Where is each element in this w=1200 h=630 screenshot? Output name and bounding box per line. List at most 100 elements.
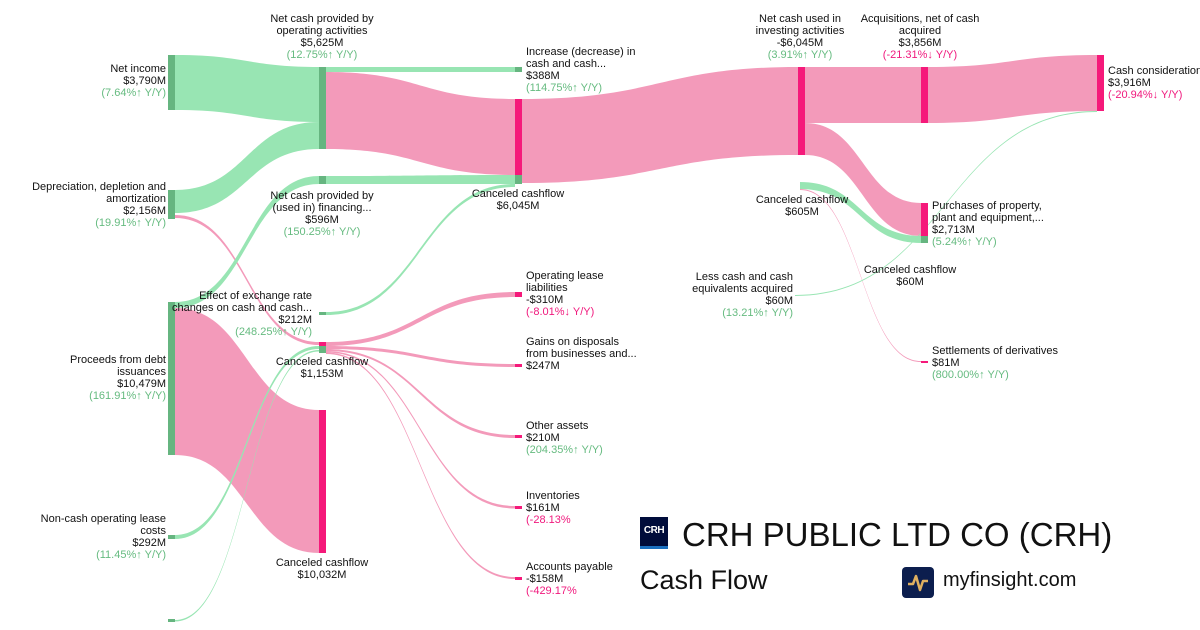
node-other-assets[interactable]	[515, 435, 522, 438]
node-name: Purchases of property,	[932, 200, 1042, 212]
node-increase-cash[interactable]	[515, 67, 522, 72]
link-canceled-to-lease-liab	[326, 292, 515, 346]
node-name: Net income	[110, 63, 166, 75]
node-name: Inventories	[526, 490, 580, 502]
link-financing-to-canceled	[326, 175, 515, 184]
link-canceled-to-inventories	[326, 351, 515, 509]
node-name: Net cash provided by	[270, 13, 374, 25]
node-name: Less cash and cash	[695, 271, 793, 283]
node-other-source[interactable]	[168, 619, 175, 622]
node-name: Depreciation, depletion and	[32, 181, 166, 193]
link-acquisitions-to-cash-consideration	[928, 55, 1097, 123]
node-net-cash-operating[interactable]	[319, 67, 326, 149]
node-name: plant and equipment,...	[932, 212, 1044, 224]
node-name: Canceled cashflow	[275, 356, 369, 368]
link-canceled-to-payables	[326, 352, 515, 579]
node-name: Net cash provided by	[270, 190, 374, 202]
node-value: $161M	[526, 502, 560, 514]
node-canceled-10032[interactable]	[319, 410, 326, 553]
node-value: $6,045M	[496, 200, 540, 212]
label-accounts-payable: Accounts payable-$158M(-429.17%	[526, 561, 613, 597]
node-yoy-change: (7.64%↑ Y/Y)	[101, 87, 166, 99]
node-name: Non-cash operating lease	[40, 513, 166, 525]
label-inventories: Inventories$161M(-28.13%	[526, 490, 580, 526]
node-name: Settlements of derivatives	[932, 345, 1058, 357]
link-canceled605-to-settlements	[800, 189, 921, 362]
node-net-cash-financing[interactable]	[319, 176, 326, 184]
node-purchases-ppe-green[interactable]	[921, 236, 928, 243]
node-name: Net cash used in	[759, 13, 841, 25]
link-proceeds-to-financing	[175, 176, 319, 308]
node-value: $210M	[526, 432, 560, 444]
node-yoy-change: (-20.94%↓ Y/Y)	[1108, 89, 1183, 101]
node-value: -$310M	[526, 294, 564, 306]
node-value: $60M	[765, 295, 793, 307]
node-settlements[interactable]	[921, 361, 928, 363]
link-depreciation-to-operating	[175, 122, 319, 213]
node-yoy-change: (-21.31%↓ Y/Y)	[882, 49, 958, 61]
node-canceled-1153-pink[interactable]	[319, 342, 326, 346]
node-yoy-change: (150.25%↑ Y/Y)	[283, 226, 361, 238]
node-yoy-change: (13.21%↑ Y/Y)	[722, 307, 793, 319]
node-inventories[interactable]	[515, 506, 522, 509]
node-noncash-lease[interactable]	[168, 535, 175, 539]
link-depreciation-to-canceled	[175, 215, 319, 345]
node-net-cash-investing[interactable]	[798, 67, 805, 155]
node-purchases-ppe[interactable]	[921, 203, 928, 236]
node-name: changes on cash and cash...	[171, 302, 312, 314]
node-accounts-payable[interactable]	[515, 577, 522, 580]
node-name: Other assets	[526, 420, 589, 432]
node-gains-disposals[interactable]	[515, 364, 522, 367]
node-yoy-change: (114.75%↑ Y/Y)	[526, 82, 603, 94]
node-value: $292M	[132, 537, 166, 549]
company-title: CRH PUBLIC LTD CO (CRH)	[682, 516, 1113, 553]
label-net-cash-financing: Net cash provided by(used in) financing.…	[270, 190, 373, 238]
node-value: $596M	[305, 214, 339, 226]
link-operating-to-increase	[326, 67, 515, 72]
node-depreciation[interactable]	[168, 190, 175, 219]
node-canceled-6045-green[interactable]	[515, 175, 522, 184]
link-net-income-to-operating	[175, 55, 319, 122]
node-value: $247M	[526, 360, 560, 372]
node-name: acquired	[898, 25, 942, 37]
node-name: Canceled cashflow	[275, 557, 369, 569]
link-investing-to-purchases	[805, 123, 921, 236]
node-name: Gains on disposals	[526, 336, 619, 348]
node-yoy-change: (204.35%↑ Y/Y)	[526, 444, 603, 456]
node-acquisitions[interactable]	[921, 67, 928, 123]
node-proceeds-debt[interactable]	[168, 302, 175, 455]
node-value: -$158M	[526, 573, 564, 585]
label-cash-consideration: Cash consideration$3,916M(-20.94%↓ Y/Y)	[1108, 65, 1200, 101]
node-canceled-1153-green[interactable]	[319, 346, 326, 353]
node-value: $3,856M	[898, 37, 942, 49]
label-other-assets: Other assets$210M(204.35%↑ Y/Y)	[526, 420, 603, 456]
node-net-income[interactable]	[168, 55, 175, 110]
label-canceled-6045: Canceled cashflow$6,045M	[472, 188, 564, 212]
node-value: $212M	[278, 314, 312, 326]
node-name: cash and cash...	[526, 58, 607, 70]
node-operating-lease-liab[interactable]	[515, 292, 522, 297]
node-name: costs	[140, 525, 166, 537]
node-yoy-change: (-429.17%	[526, 585, 577, 597]
node-canceled-6045[interactable]	[515, 99, 522, 175]
link-proceeds-to-canceled	[175, 308, 319, 553]
label-net-income: Net income$3,790M(7.64%↑ Y/Y)	[101, 63, 166, 99]
node-name: Acquisitions, net of cash	[860, 13, 980, 25]
node-name: Accounts payable	[526, 561, 613, 573]
node-yoy-change: (-28.13%	[526, 514, 571, 526]
node-effect-exchange[interactable]	[319, 312, 326, 315]
label-canceled-1153: Canceled cashflow$1,153M	[276, 356, 368, 380]
site-name[interactable]: myfinsight.com	[943, 569, 1077, 591]
node-cash-consideration[interactable]	[1097, 55, 1104, 111]
node-yoy-change: (248.25%↑ Y/Y)	[235, 326, 312, 338]
node-value: $5,625M	[300, 37, 344, 49]
link-other-to-canceled	[175, 350, 319, 622]
node-name: operating activities	[276, 25, 368, 37]
